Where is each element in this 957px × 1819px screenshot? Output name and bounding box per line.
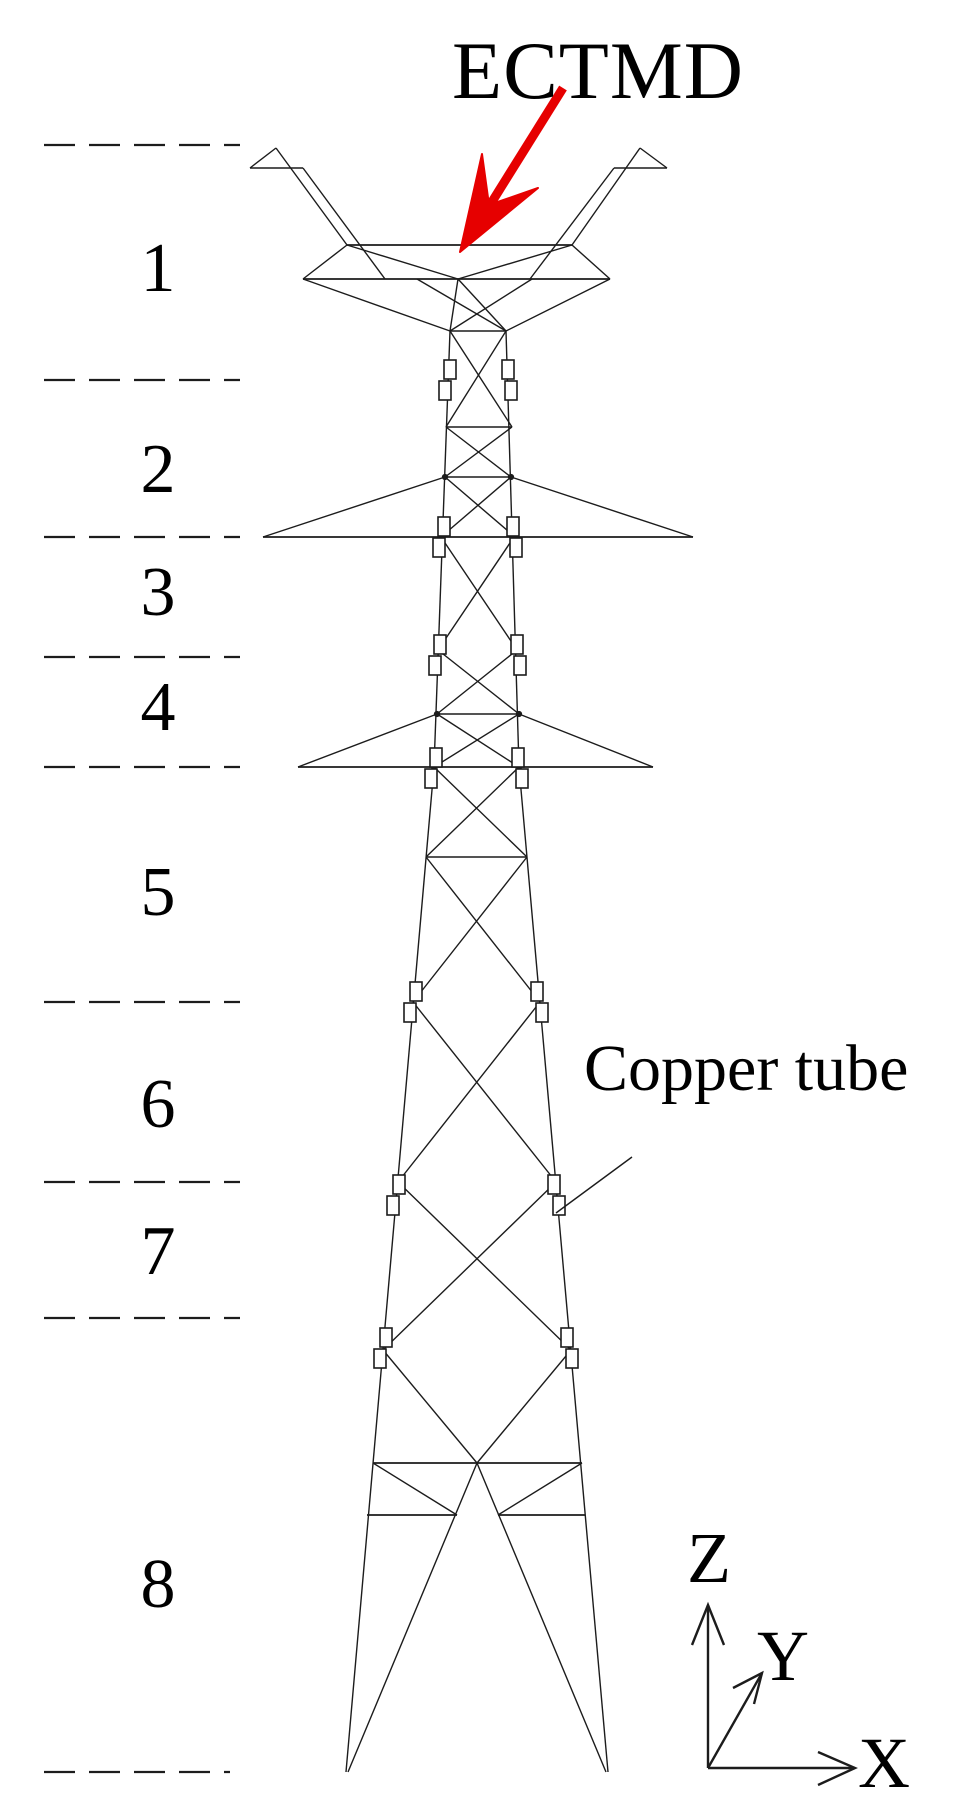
section-number-7: 7 xyxy=(140,1213,176,1290)
y-axis-arrow xyxy=(706,1672,764,1769)
section-number-5: 5 xyxy=(140,854,176,931)
ectmd-arrow xyxy=(459,85,567,253)
section-number-4: 4 xyxy=(140,669,176,746)
copper-tube-damper xyxy=(428,634,527,676)
copper-tube-label: Copper tube xyxy=(584,1032,909,1105)
section-number-3: 3 xyxy=(140,554,176,631)
section-number-6: 6 xyxy=(140,1066,176,1143)
copper-tube-damper xyxy=(403,981,549,1023)
tower-lattice xyxy=(249,147,694,1773)
copper-tube-damper xyxy=(386,1174,566,1216)
section-number-8: 8 xyxy=(140,1546,176,1623)
copper-tube-damper xyxy=(424,747,529,789)
copper-tube-dampers xyxy=(373,359,579,1369)
section-divider-lines xyxy=(44,143,240,1774)
section-number-1: 1 xyxy=(140,230,176,307)
copper-tube-leader-line xyxy=(555,1156,633,1214)
x-axis-label: X xyxy=(858,1723,910,1803)
copper-tube-damper xyxy=(373,1327,579,1369)
coordinate-axes xyxy=(690,1601,858,1787)
section-number-2: 2 xyxy=(140,431,176,508)
z-axis-label: Z xyxy=(687,1518,731,1598)
ectmd-label: ECTMD xyxy=(452,25,744,116)
y-axis-label: Y xyxy=(757,1616,809,1696)
copper-tube-damper xyxy=(432,516,523,558)
copper-tube-damper xyxy=(438,359,518,401)
